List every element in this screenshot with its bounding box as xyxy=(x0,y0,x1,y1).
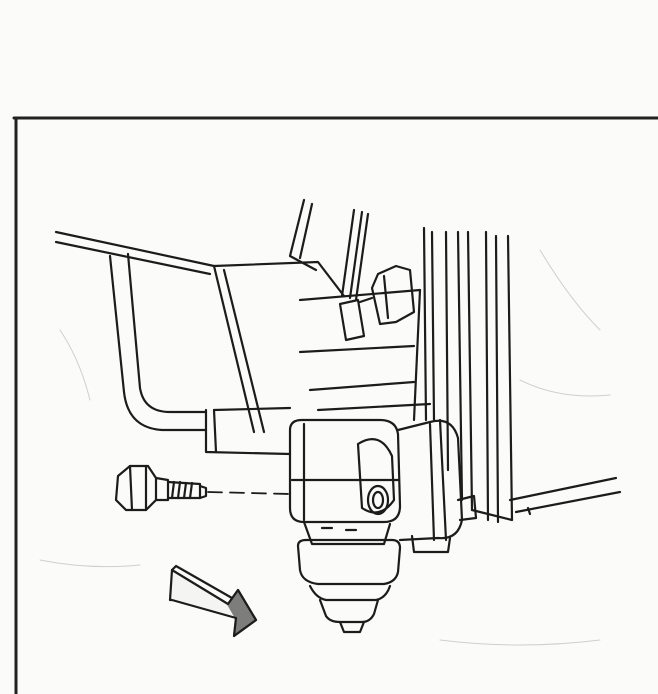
frame-rails xyxy=(422,226,622,524)
body-panel xyxy=(54,198,432,434)
figure-frame xyxy=(12,116,658,694)
removal-arrow xyxy=(168,564,258,638)
alignment-line xyxy=(207,491,291,495)
valve-block xyxy=(288,418,478,554)
upper-clip xyxy=(338,264,416,342)
paper-texture xyxy=(39,249,611,646)
bolt xyxy=(114,464,208,512)
sensor xyxy=(296,520,402,634)
tube xyxy=(108,252,292,456)
